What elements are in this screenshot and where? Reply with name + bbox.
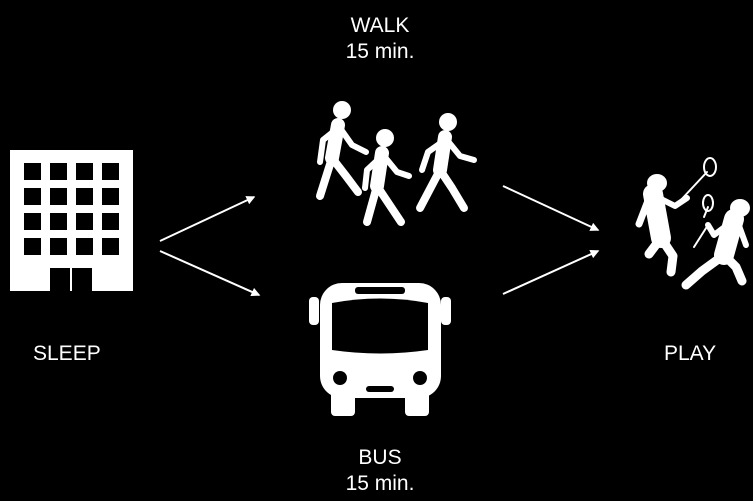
walking-people-icon (320, 101, 474, 222)
bus-icon (309, 283, 451, 416)
bus-label: BUS 15 min. (330, 445, 430, 497)
arrow-sleep-to-bus (160, 251, 259, 295)
bus-title: BUS (330, 445, 430, 471)
lacrosse-players-icon (639, 158, 750, 285)
bus-duration: 15 min. (330, 471, 430, 497)
arrow-walk-to-play (503, 186, 598, 230)
sleep-label: SLEEP (33, 341, 101, 367)
building-icon (10, 150, 133, 291)
walk-label: WALK 15 min. (330, 13, 430, 65)
arrow-bus-to-play (503, 251, 598, 294)
walk-duration: 15 min. (330, 39, 430, 65)
play-label: PLAY (664, 341, 716, 367)
walk-title: WALK (330, 13, 430, 39)
arrow-sleep-to-walk (160, 197, 254, 241)
